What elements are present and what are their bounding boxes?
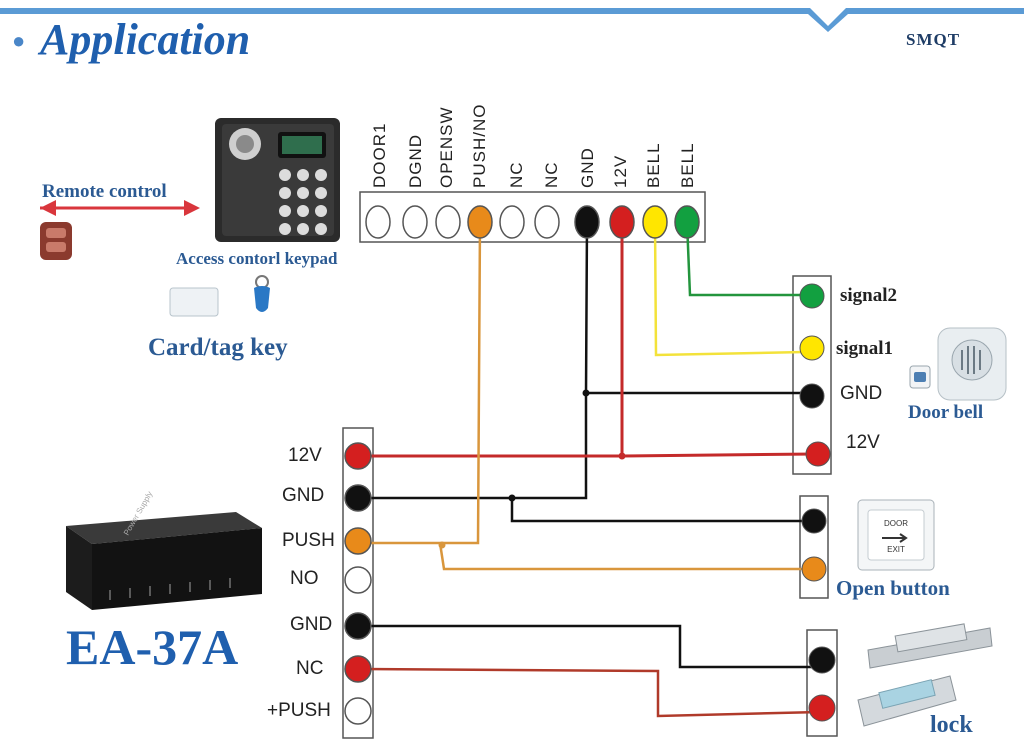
psu-label-plus-push: +PUSH (267, 700, 331, 721)
bell-terminal-signal1 (799, 335, 825, 361)
wire-red-psu-12v (360, 222, 624, 458)
top-terminal-9 (674, 205, 700, 239)
bell-label-12v: 12V (846, 432, 880, 453)
lock-terminals (808, 646, 836, 722)
page-title: Application (40, 15, 251, 64)
bell-label-signal1: signal1 (836, 338, 894, 359)
psu-label-push: PUSH (282, 530, 335, 551)
wire-black-bell-gnd (584, 221, 808, 395)
wire-darkred-lock (359, 667, 821, 718)
wire-black-lock (360, 624, 820, 669)
top-terminal-label-push-no: PUSH/NO (470, 103, 489, 188)
psu-label-gnd-1: GND (282, 485, 325, 506)
door-bell-device (909, 327, 1007, 401)
bell-terminal-block (792, 275, 832, 475)
remote-fob (40, 222, 72, 260)
wires (359, 221, 821, 718)
power-terminal-4 (344, 612, 372, 640)
power-terminal-5 (344, 655, 372, 683)
wire-yellow-signal1 (653, 221, 806, 357)
caption-lock: lock (930, 712, 973, 738)
header-bar (0, 8, 1024, 32)
brand-logo: SMQT (906, 30, 961, 49)
top-terminal-label-12v: 12V (611, 154, 630, 188)
keypad-device (215, 118, 340, 242)
power-terminals (344, 442, 372, 725)
caption-keypad: Access contorl keypad (176, 249, 338, 268)
power-terminal-2 (344, 527, 372, 555)
wire-orange-open-button (438, 542, 810, 571)
top-terminal-2 (435, 205, 461, 239)
wire-red-bell-12v (621, 452, 816, 458)
open-button-terminals (801, 508, 827, 582)
top-terminal-4 (499, 205, 525, 239)
wire-black-psu-gnd (360, 393, 588, 500)
top-terminal-label-nc-1: NC (507, 161, 526, 188)
top-terminal-label-bell-1: BELL (644, 142, 663, 188)
top-terminal-label-gnd: GND (578, 147, 597, 188)
top-terminal-8 (642, 205, 668, 239)
psu-label-nc: NC (296, 658, 324, 679)
bell-terminal-signal2 (799, 283, 825, 309)
power-terminal-0 (344, 442, 372, 470)
top-terminal-label-bell-2: BELL (678, 142, 697, 188)
electric-lock-device (857, 623, 993, 727)
psu-label-12v: 12V (288, 445, 322, 466)
caption-card-tag: Card/tag key (148, 334, 288, 361)
top-terminal-0 (365, 205, 391, 239)
top-terminal-5 (534, 205, 560, 239)
top-terminal-6 (574, 205, 600, 239)
wire-orange-push (360, 221, 482, 545)
bell-terminal-12v (805, 441, 831, 467)
caption-door-bell: Door bell (908, 402, 984, 423)
psu-label-no: NO (290, 568, 319, 589)
caption-remote-control: Remote control (42, 181, 167, 202)
bell-terminals (799, 283, 831, 467)
wire-green-signal2 (685, 221, 805, 297)
title-bullet: ● (12, 28, 26, 53)
key-tag (254, 275, 270, 312)
top-terminal-label-nc-2: NC (542, 161, 561, 188)
top-terminal-3 (467, 205, 493, 239)
top-terminal-label-door1: DOOR1 (370, 122, 389, 188)
top-terminal-label-dgnd: DGND (406, 133, 425, 188)
remote-control-arrow (40, 200, 200, 216)
psu-label-gnd-2: GND (290, 614, 333, 635)
model-number: EA-37A (66, 619, 239, 675)
top-terminal-label-opensw: OPENSW (437, 106, 456, 188)
power-terminal-3 (344, 566, 372, 594)
power-supply-device: Power Supply (66, 490, 262, 610)
bell-label-signal2: signal2 (840, 285, 898, 306)
power-terminal-6 (344, 697, 372, 725)
top-terminal-7 (609, 205, 635, 239)
bell-terminal-gnd (799, 383, 825, 409)
top-terminals (365, 205, 700, 239)
exit-button-bottom-text: EXIT (887, 545, 905, 554)
exit-button-top-text: DOOR (884, 519, 908, 528)
bell-label-gnd: GND (840, 383, 883, 404)
access-card (169, 287, 219, 317)
power-terminal-1 (344, 484, 372, 512)
top-terminal-1 (402, 205, 428, 239)
wire-black-open-button (510, 498, 808, 523)
caption-open-button: Open button (836, 576, 950, 600)
exit-button-device: DOOR EXIT (857, 499, 935, 571)
